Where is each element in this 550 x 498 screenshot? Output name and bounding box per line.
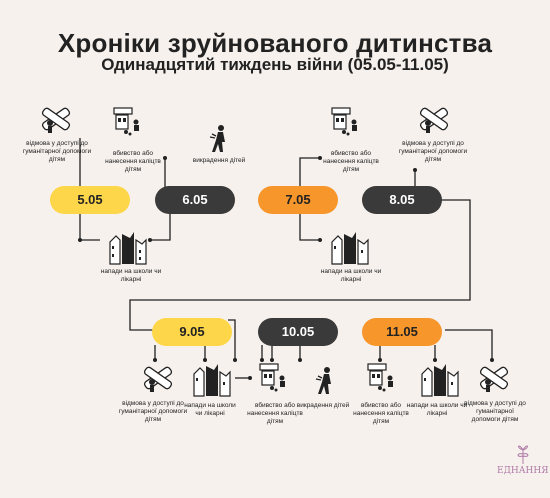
label-attacks-11-05: напади на школи чи лікарні — [406, 402, 468, 417]
label-attacks-5-05: напади на школи чи лікарні — [100, 268, 162, 283]
crossed-bandage-icon — [41, 107, 71, 133]
label-killing-10-05: вбивство або нанесення каліцтв дітям — [247, 402, 303, 425]
gun-child-icon — [113, 107, 139, 136]
label-killing-6-05: вбивство або нанесення каліцтв дітям — [105, 150, 161, 173]
logo-flower-icon — [517, 445, 529, 464]
ruined-building-icon — [109, 232, 147, 265]
ruined-building-icon — [331, 232, 369, 265]
date-pill-10-05: 10.05 — [258, 318, 338, 346]
label-denial-aid-9-05: відмова у доступі до гуманітарної допомо… — [118, 400, 188, 423]
date-pill-9-05: 9.05 — [152, 318, 232, 346]
page-title: Хроніки зруйнованого дитинства — [57, 28, 493, 58]
label-attacks-7-05: напади на школи чи лікарні — [320, 268, 382, 283]
label-attacks-9-05: напади на школи чи лікарні — [184, 402, 236, 417]
page-subtitle: Одинадцятий тиждень війни (05.05-11.05) — [101, 55, 449, 74]
ruined-building-icon — [421, 364, 459, 397]
label-killing-11-05: вбивство або нанесення каліцтв дітям — [353, 402, 409, 425]
label-killing-7-05: вбивство або нанесення каліцтв дітям — [323, 150, 379, 173]
abduction-icon — [209, 125, 225, 152]
crossed-bandage-icon — [143, 366, 173, 392]
label-denial-aid: відмова у доступі до гуманітарної допомо… — [22, 140, 92, 163]
gun-child-icon — [331, 107, 357, 136]
date-pill-8-05: 8.05 — [362, 186, 442, 214]
date-pill-11-05: 11.05 — [362, 318, 442, 346]
crossed-bandage-icon — [419, 107, 449, 133]
label-denial-aid-8-05: відмова у доступі до гуманітарної допомо… — [398, 140, 468, 163]
date-pill-6-05: 6.05 — [155, 186, 235, 214]
abduction-icon — [315, 367, 331, 394]
crossed-bandage-icon — [479, 366, 509, 392]
gun-child-icon — [259, 363, 285, 392]
label-denial-aid-11-05: відмова у доступі до гуманітарної допомо… — [464, 400, 526, 423]
gun-child-icon — [367, 363, 393, 392]
logo-text: ЕДНАННЯ — [497, 466, 549, 476]
date-pill-7-05: 7.05 — [258, 186, 338, 214]
label-abduction-10-05: викрадення дітей — [296, 402, 350, 409]
label-abduction-6-05: викрадення дітей — [192, 157, 246, 164]
ruined-building-icon — [193, 364, 231, 397]
date-pill-5-05: 5.05 — [50, 186, 130, 214]
